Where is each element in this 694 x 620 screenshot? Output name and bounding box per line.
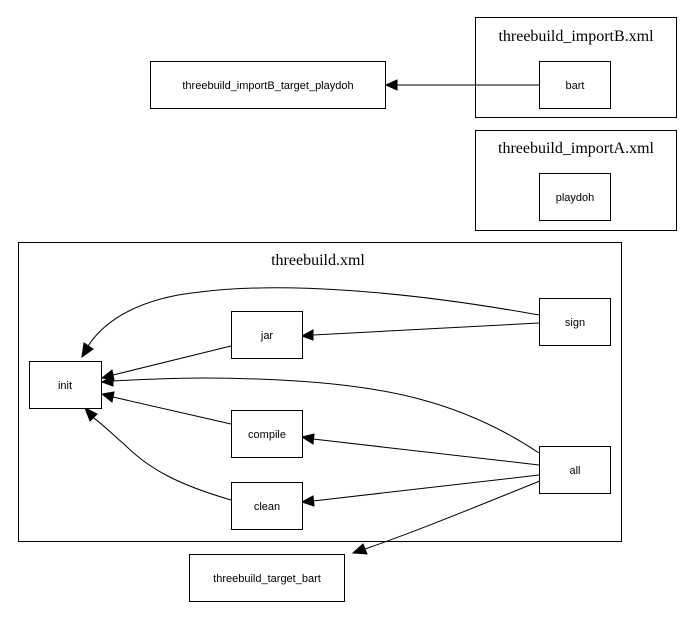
cluster-main-box [18,242,622,542]
node-playdoh-box [539,173,611,221]
node-all: all [539,446,611,494]
edge-compile-to-init [112,396,232,425]
node-bart: bart [539,61,611,109]
cluster-importA-box [475,130,677,231]
edge-clean-to-init [91,416,232,501]
node-compile: compile [231,410,303,458]
edge-jar-to-init [112,345,232,376]
cluster-main-title: threebuild.xml [271,252,365,269]
node-bart-label: bart [566,80,585,92]
node-init-box [29,361,102,409]
edge-sign-to-init [87,287,540,347]
edge-all-to-init [112,377,540,454]
node-sign: sign [539,298,611,346]
node-target-bart: threebuild_target_bart [189,554,345,602]
node-clean: clean [231,482,303,530]
node-importB-target-playdoh-label: threebuild_importB_target_playdoh [182,80,353,92]
node-clean-box [231,482,303,530]
node-importB-target-playdoh-box [150,61,386,109]
node-all-box [539,446,611,494]
node-target-bart-box [189,554,345,602]
edges [81,79,541,555]
edge-all-to-compile [312,438,540,466]
node-sign-label: sign [565,317,585,329]
node-init: init [29,361,102,409]
node-compile-label: compile [248,429,286,441]
edge-all-to-target-bart [364,480,541,550]
arrowhead-all-compile [300,433,315,445]
node-init-label: init [58,380,72,392]
node-bart-box [539,61,611,109]
cluster-importB: threebuild_importB.xml [475,17,677,118]
node-sign-box [539,298,611,346]
node-target-bart-label: threebuild_target_bart [213,573,321,585]
node-importB-target-playdoh: threebuild_importB_target_playdoh [150,61,386,109]
arrowhead-compile-init [100,391,115,403]
arrowhead-all-init [100,375,114,387]
node-jar-label: jar [260,330,274,342]
cluster-main: threebuild.xml [18,242,622,542]
node-clean-label: clean [254,501,280,513]
node-jar-box [231,311,303,359]
arrowhead-all-clean [300,495,315,507]
arrowhead-sign-init [81,342,94,359]
cluster-importA-title: threebuild_importA.xml [498,140,655,157]
arrowhead-sign-jar [300,329,314,341]
arrowhead-clean-init [84,406,98,422]
cluster-importB-title: threebuild_importB.xml [498,28,654,45]
edge-sign-to-jar [312,322,540,336]
arrowhead-importB-target-playdoh [384,79,398,91]
cluster-importB-box [475,17,677,118]
node-compile-box [231,410,303,458]
node-jar: jar [231,311,303,359]
node-playdoh: playdoh [539,173,611,221]
edge-all-to-clean [312,474,540,502]
arrowhead-all-target-bart [351,543,368,555]
cluster-importA: threebuild_importA.xml [475,130,677,231]
node-playdoh-label: playdoh [556,192,595,204]
node-all-label: all [569,465,580,477]
